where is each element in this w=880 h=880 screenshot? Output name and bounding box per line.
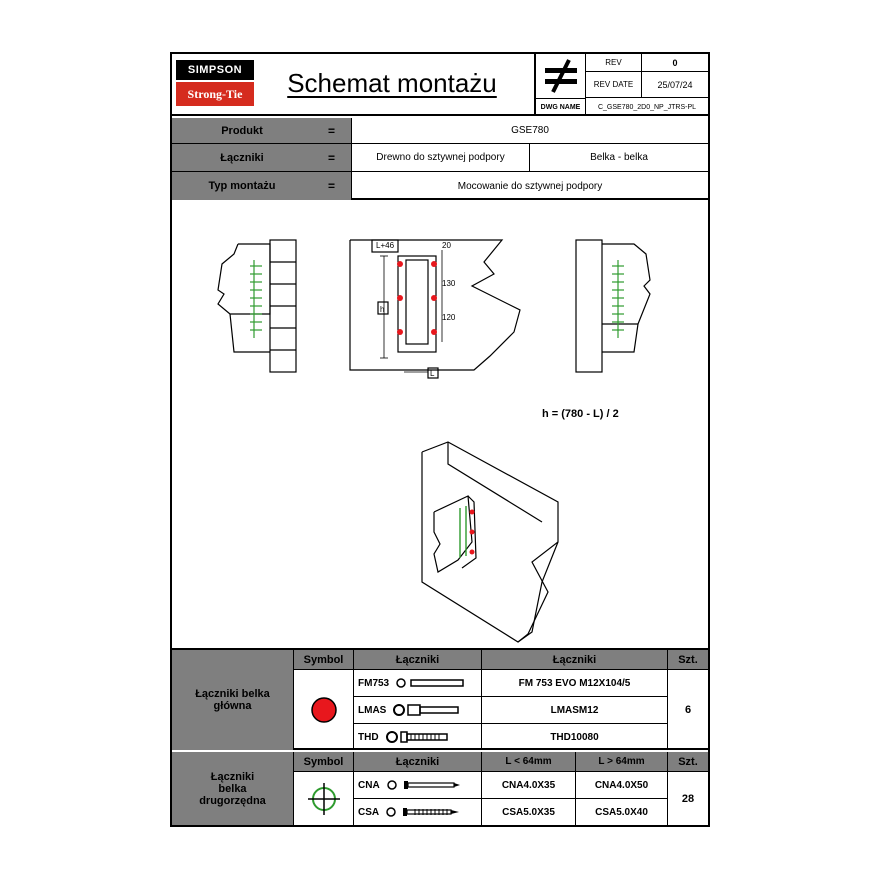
crosshair-icon bbox=[307, 782, 340, 815]
main-products-header: Łączniki bbox=[482, 650, 668, 670]
red-dot-icon bbox=[310, 697, 337, 723]
dim-120: 120 bbox=[442, 313, 456, 322]
info-label-produkt: Produkt bbox=[172, 118, 312, 144]
info-label-typ-montazu: Typ montażu bbox=[172, 172, 312, 200]
secondary-qty-cell: 28 bbox=[681, 792, 695, 805]
logo-strongtie-text: Strong-Tie bbox=[176, 82, 254, 106]
info-eq: = bbox=[312, 172, 352, 200]
thd-anchor-icon bbox=[385, 731, 448, 743]
dim-l46: L+46 bbox=[376, 241, 395, 250]
isometric-view bbox=[421, 441, 559, 643]
main-fasteners-table: Łączniki belka główna Symbol Łączniki Łą… bbox=[172, 648, 708, 750]
fastener-code: CNA bbox=[358, 779, 380, 791]
screws-right bbox=[612, 260, 624, 338]
fastener-code: FM753 bbox=[358, 677, 390, 689]
csa-screw-icon bbox=[386, 807, 460, 817]
secondary-group-label: Łączniki belka drugorzędna bbox=[172, 752, 294, 825]
secondary-large-cell: CNA4.0X50 bbox=[576, 772, 668, 799]
dim-h: h bbox=[380, 305, 384, 314]
dim-20: 20 bbox=[442, 241, 451, 250]
dim-L: L bbox=[430, 369, 435, 378]
rev-date-label: REV DATE bbox=[586, 72, 642, 98]
info-label-laczniki: Łączniki bbox=[172, 144, 312, 172]
assembly-drawing: L+46 20 130 120 h L h = (780 - L) / 2 bbox=[217, 239, 651, 643]
secondary-symbol-cell bbox=[294, 772, 354, 825]
secondary-fasteners-header: Łączniki bbox=[354, 752, 482, 772]
main-product-cell: LMASM12 bbox=[482, 697, 668, 724]
main-fastener-row: THD bbox=[354, 724, 482, 750]
drawing-sheet: SIMPSON Strong-Tie Schemat montażu DWG N… bbox=[170, 52, 710, 827]
info-value-typ-montazu: Mocowanie do sztywnej podpory bbox=[457, 180, 603, 192]
secondary-col-large: L > 64mm bbox=[576, 752, 668, 772]
main-fastener-row: LMAS bbox=[354, 697, 482, 724]
fastener-code: CSA bbox=[358, 806, 380, 818]
main-fastener-row: FM753 bbox=[354, 670, 482, 697]
secondary-symbol-header: Symbol bbox=[294, 752, 354, 772]
secondary-fastener-row: CNA bbox=[354, 772, 482, 799]
main-product-cell: FM 753 EVO M12X104/5 bbox=[482, 670, 668, 697]
rev-label: REV bbox=[586, 54, 642, 72]
info-value-laczniki-left: Drewno do sztywnej podpory bbox=[352, 144, 530, 172]
main-group-label: Łączniki belka główna bbox=[172, 650, 294, 750]
info-eq: = bbox=[312, 118, 352, 144]
info-value-produkt: GSE780 bbox=[352, 118, 708, 144]
secondary-col-small: L < 64mm bbox=[482, 752, 576, 772]
lmas-anchor-icon bbox=[393, 704, 460, 716]
fastener-code: THD bbox=[358, 731, 379, 743]
dim-130: 130 bbox=[442, 279, 456, 288]
not-equal-icon bbox=[534, 54, 586, 98]
fm753-anchor-icon bbox=[396, 678, 464, 688]
secondary-fasteners-table: Łączniki belka drugorzędna Symbol Łączni… bbox=[172, 752, 708, 825]
secondary-small-cell: CSA5.0X35 bbox=[482, 799, 576, 825]
page-title: Schemat montażu bbox=[287, 67, 497, 98]
info-rows: Produkt = GSE780 Łączniki = Drewno do sz… bbox=[172, 118, 708, 200]
info-value-laczniki-right: Belka - belka bbox=[530, 144, 708, 172]
fastener-code: LMAS bbox=[358, 704, 387, 716]
main-qty-cell: 6 bbox=[684, 704, 692, 716]
main-product-cell: THD10080 bbox=[482, 724, 668, 750]
secondary-small-cell: CNA4.0X35 bbox=[482, 772, 576, 799]
formula-text: h = (780 - L) / 2 bbox=[542, 408, 619, 420]
side-view-right bbox=[575, 239, 651, 373]
info-eq: = bbox=[312, 144, 352, 172]
rev-date-value: 25/07/24 bbox=[642, 72, 708, 98]
screws-isometric bbox=[459, 506, 467, 558]
secondary-large-cell: CSA5.0X40 bbox=[576, 799, 668, 825]
cna-nail-icon bbox=[386, 780, 460, 790]
front-view bbox=[349, 239, 521, 379]
dwg-name-label: DWG NAME bbox=[534, 98, 586, 116]
simpson-logo: SIMPSON Strong-Tie bbox=[176, 60, 254, 108]
screws-left bbox=[250, 260, 262, 338]
main-fasteners-header: Łączniki bbox=[354, 650, 482, 670]
side-view-left bbox=[217, 239, 297, 373]
main-symbol-cell bbox=[294, 670, 354, 750]
rev-value: 0 bbox=[642, 54, 708, 72]
dwg-name-value: C_GSE780_2D0_NP_JTRS-PL bbox=[597, 103, 697, 111]
header-block bbox=[172, 54, 708, 116]
red-dots bbox=[397, 261, 475, 555]
main-symbol-header: Symbol bbox=[294, 650, 354, 670]
main-qty-header: Szt. bbox=[668, 650, 708, 670]
secondary-fastener-row: CSA bbox=[354, 799, 482, 825]
secondary-qty-header: Szt. bbox=[668, 752, 708, 772]
logo-simpson-text: SIMPSON bbox=[176, 60, 254, 80]
